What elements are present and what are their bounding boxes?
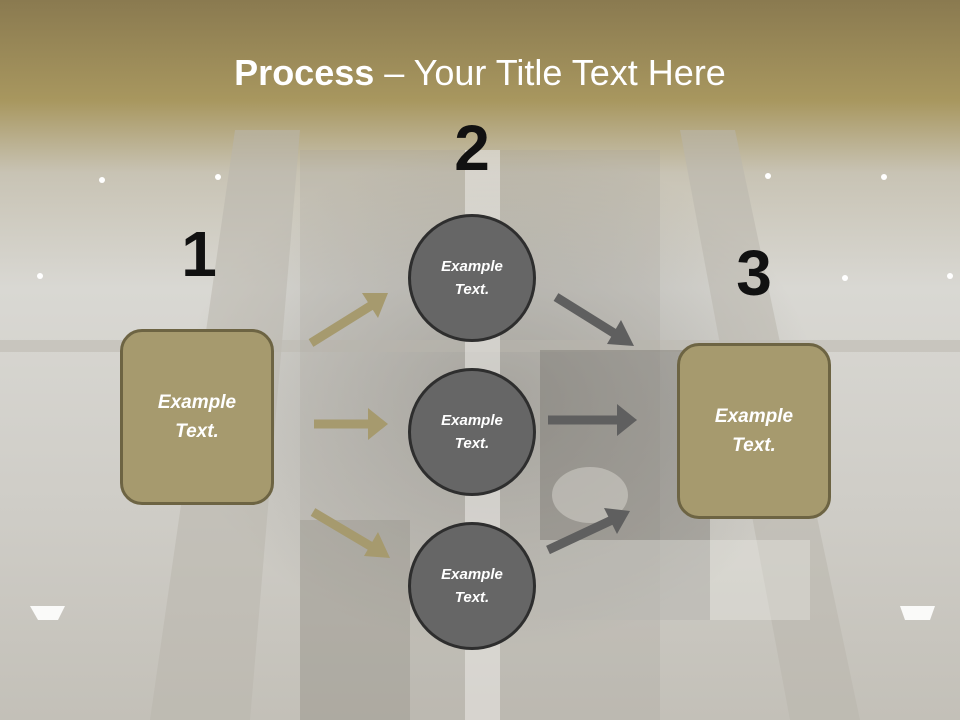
left-box-label: Example Text. bbox=[157, 392, 237, 442]
right-process-box: Example Text. bbox=[677, 343, 831, 519]
arrow-bottom-to-right bbox=[546, 508, 630, 555]
title-rest: – Your Title Text Here bbox=[374, 52, 726, 93]
arrow-left-to-bottom bbox=[310, 508, 390, 558]
circle-middle: Example Text. bbox=[408, 368, 536, 496]
circle-bottom: Example Text. bbox=[408, 522, 536, 650]
circle-top-label: Example Text. bbox=[441, 258, 503, 298]
title-bold: Process bbox=[234, 52, 375, 93]
circle-top: Example Text. bbox=[408, 214, 536, 342]
arrow-left-to-middle bbox=[314, 408, 388, 440]
circle-bottom-label: Example Text. bbox=[441, 566, 503, 606]
right-box-label: Example Text. bbox=[714, 406, 794, 456]
step-number-3: 3 bbox=[736, 237, 772, 309]
step-number-2: 2 bbox=[454, 112, 490, 184]
arrow-left-to-top bbox=[308, 293, 388, 347]
circle-middle-label: Example Text. bbox=[441, 412, 503, 452]
step-number-1: 1 bbox=[181, 218, 217, 290]
slide-title: Process – Your Title Text Here bbox=[0, 52, 960, 94]
arrow-middle-to-right bbox=[548, 404, 637, 436]
left-process-box: Example Text. bbox=[120, 329, 274, 505]
arrow-top-to-right bbox=[553, 293, 634, 346]
